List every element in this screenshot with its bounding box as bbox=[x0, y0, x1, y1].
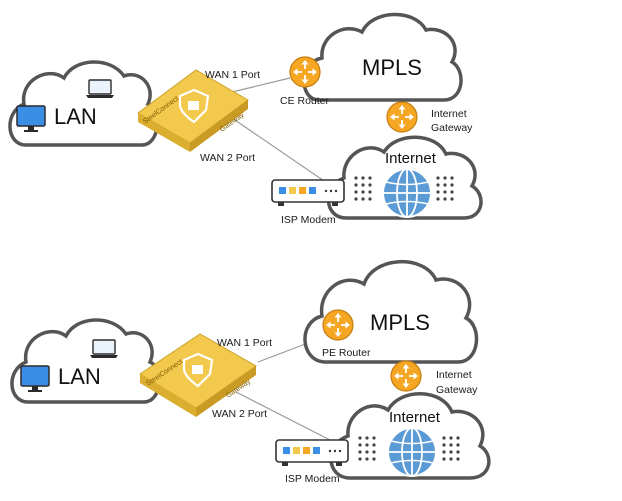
isp-modem-label: ISP Modem bbox=[285, 473, 340, 485]
diagram-bottom: LAN SteelConnect Gateway WAN 1 Port WAN … bbox=[10, 259, 491, 485]
shield-lock-icon bbox=[182, 352, 214, 388]
internet-gateway-label-line2: Gateway bbox=[436, 384, 478, 396]
wan1-link bbox=[231, 77, 291, 93]
isp-modem-icon bbox=[271, 179, 345, 206]
mpls-label: MPLS bbox=[370, 310, 430, 335]
isp-modem-label: ISP Modem bbox=[281, 214, 336, 226]
pe-router-label: PE Router bbox=[322, 347, 371, 359]
internet-gateway-label-line1: Internet bbox=[431, 108, 467, 120]
isp-modem-icon bbox=[275, 439, 349, 466]
wan2-link bbox=[235, 391, 331, 441]
mpls-label: MPLS bbox=[362, 55, 422, 80]
wan2-port-label: WAN 2 Port bbox=[200, 152, 255, 164]
wan1-port-label: WAN 1 Port bbox=[217, 337, 272, 349]
internet-gateway-router-icon bbox=[386, 101, 418, 133]
internet-label: Internet bbox=[389, 409, 441, 426]
pe-router-icon bbox=[322, 309, 354, 341]
globe-icon bbox=[382, 168, 432, 218]
laptop-icon bbox=[85, 79, 115, 99]
lan-label: LAN bbox=[58, 364, 101, 389]
globe-icon bbox=[387, 427, 437, 477]
wan2-link bbox=[231, 117, 331, 186]
ce-router-label: CE Router bbox=[280, 95, 330, 107]
shield-lock-icon bbox=[178, 88, 210, 124]
internet-gateway-router-icon bbox=[390, 360, 422, 392]
diagram-top: LAN SteelConnect Gateway WAN 1 Port WAN … bbox=[8, 12, 483, 226]
wan1-port-label: WAN 1 Port bbox=[205, 69, 260, 81]
laptop-icon bbox=[89, 339, 119, 359]
internet-gateway-label-line2: Gateway bbox=[431, 122, 473, 134]
ce-router-icon bbox=[289, 56, 321, 88]
steelconnect-gateway-device: SteelConnect Gateway bbox=[137, 69, 249, 152]
lan-label: LAN bbox=[54, 104, 97, 129]
mpls-cloud bbox=[302, 12, 463, 102]
internet-label: Internet bbox=[385, 150, 437, 167]
wan2-port-label: WAN 2 Port bbox=[212, 408, 267, 420]
internet-gateway-label-line1: Internet bbox=[436, 369, 472, 381]
